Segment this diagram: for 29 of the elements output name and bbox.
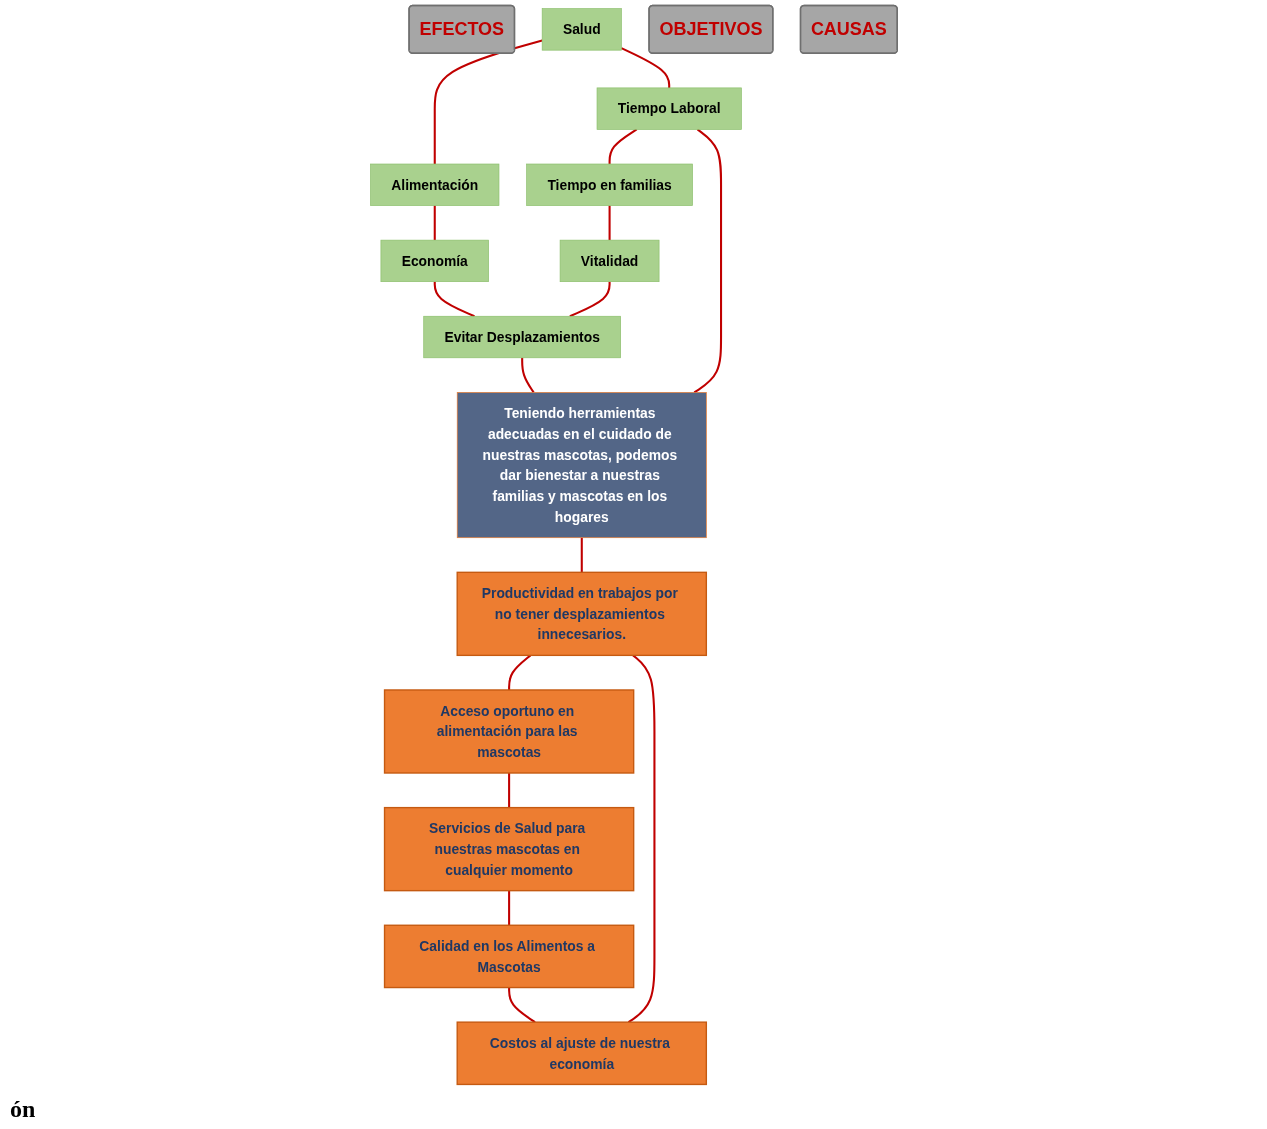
text-fragment: ón (10, 1096, 36, 1122)
node-box: Alimentación (369, 163, 499, 206)
connector (507, 773, 510, 808)
node-box: Economía (380, 239, 489, 283)
connector (507, 987, 536, 1024)
node-box: Tiempo en familias (525, 163, 693, 206)
node-box: Salud (541, 8, 622, 51)
connector (608, 128, 637, 165)
connector (608, 205, 611, 241)
node-box: Costos al ajuste de nuestra economía (456, 1021, 707, 1086)
connector (693, 128, 722, 394)
connector (433, 39, 543, 165)
node-box: Acceso oportuno en alimentación para las mascotas (383, 689, 634, 774)
node-box: Calidad en los Alimentos a Mascotas (383, 924, 634, 989)
node-box: Servicios de Salud para nuestras mascotas en cualquier momento (383, 806, 634, 892)
node-box: Teniendo herramientas adecuadas en el cuidado de nuestras mascotas, podemos dar bienestar a nuestras familias y mascotas en los hogares (456, 392, 707, 539)
connector (520, 357, 535, 393)
connector (507, 654, 531, 690)
node-box: Tiempo Laboral (596, 87, 742, 130)
node-box: Productividad en trabajos por no tener desplazamientos innecesarios. (456, 571, 707, 657)
connector (569, 281, 611, 318)
node-box: Evitar Desplazamientos (422, 315, 621, 359)
connector (507, 890, 510, 926)
connector (620, 47, 670, 88)
connector (433, 281, 475, 318)
connector (580, 537, 583, 573)
connector (433, 205, 436, 241)
connector (627, 654, 656, 1024)
node-box: Vitalidad (559, 239, 659, 283)
